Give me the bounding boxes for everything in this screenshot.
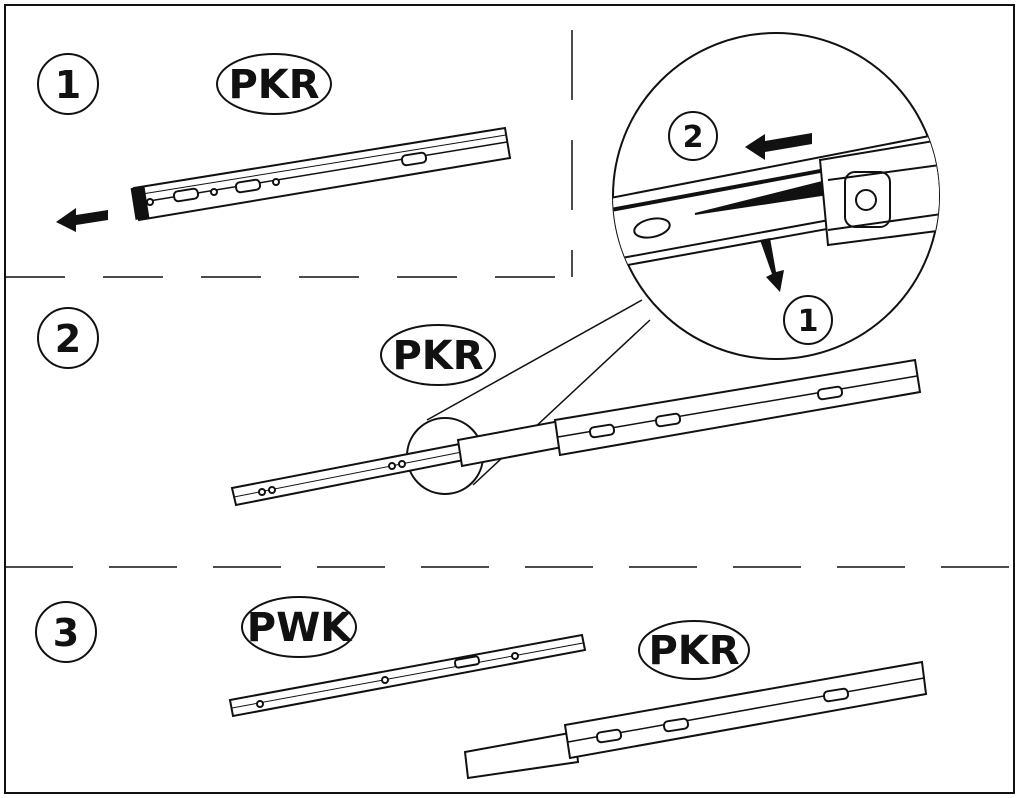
drawer-slide-rail xyxy=(130,126,512,222)
step-number-badge xyxy=(35,601,97,663)
part-label: PKR xyxy=(648,628,739,674)
direction-arrow-icon xyxy=(56,208,108,232)
step-3: 3 PWK PKR xyxy=(35,596,928,780)
detail-step-number: 2 xyxy=(683,120,704,155)
direction-arrow-icon xyxy=(760,238,784,292)
step-number-badge xyxy=(37,53,99,115)
detail-step-number: 1 xyxy=(798,304,819,339)
step-2: 2 PKR xyxy=(37,307,922,507)
part-label: PKR xyxy=(228,62,319,108)
step-number: 1 xyxy=(55,63,81,107)
detail-step-badge xyxy=(668,111,718,161)
drawer-slide-extended xyxy=(230,358,922,507)
step-number: 2 xyxy=(55,317,81,361)
inner-member-rail xyxy=(228,633,587,718)
direction-arrow-icon xyxy=(745,133,812,160)
section-dividers xyxy=(5,30,1014,568)
step-number: 3 xyxy=(53,611,79,655)
drawer-slide-rail xyxy=(463,660,928,780)
detail-step-badge xyxy=(783,295,833,345)
step-1: 1 PKR xyxy=(37,53,512,232)
part-label: PWK xyxy=(247,605,353,651)
detail-magnifier: 2 1 xyxy=(406,32,940,495)
part-label-badge xyxy=(216,53,332,115)
part-label-badge xyxy=(241,596,357,658)
step-number-badge xyxy=(37,307,99,369)
part-label: PKR xyxy=(392,333,483,379)
part-label-badge xyxy=(380,324,496,386)
part-label-badge xyxy=(638,620,750,680)
